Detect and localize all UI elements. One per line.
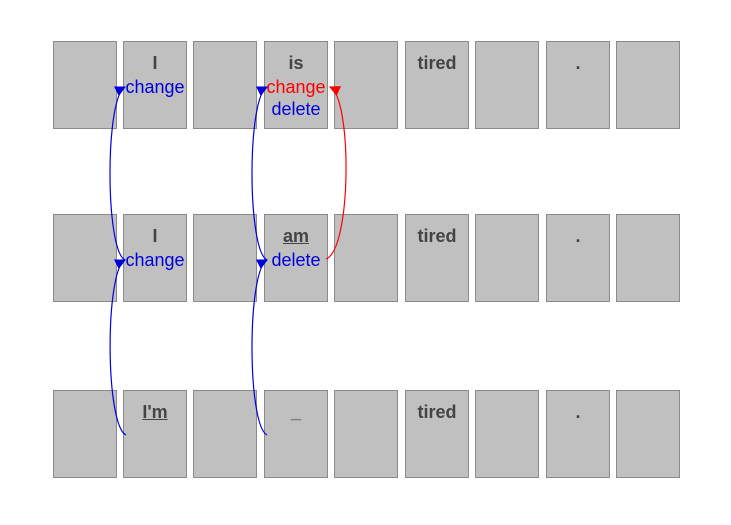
token-cell: tired: [405, 390, 469, 478]
edit-op-label: delete: [271, 250, 321, 270]
edit-op-label: change: [125, 77, 185, 97]
token-cell: [193, 214, 257, 302]
token-word: am: [282, 226, 309, 246]
token-cell: tired: [405, 41, 469, 129]
token-cell: [334, 214, 398, 302]
token-cell: .: [546, 41, 610, 129]
token-cell: [193, 41, 257, 129]
token-cell: [53, 41, 117, 129]
token-cell: [616, 214, 680, 302]
token-cell: tired: [405, 214, 469, 302]
edit-op-label: change: [266, 77, 326, 97]
token-word: I: [152, 53, 158, 73]
token-cell: [616, 390, 680, 478]
token-cell: [334, 41, 398, 129]
token-cell: [53, 214, 117, 302]
token-cell: [334, 390, 398, 478]
token-cell: [475, 214, 539, 302]
token-word: tired: [417, 402, 457, 422]
token-cell: [193, 390, 257, 478]
token-cell: .: [546, 390, 610, 478]
token-word: I'm: [142, 402, 168, 422]
token-word: _: [290, 402, 301, 422]
edit-op-label: change: [125, 250, 185, 270]
token-cell: [616, 41, 680, 129]
token-cell: .: [546, 214, 610, 302]
token-word: .: [575, 53, 581, 73]
token-word: tired: [417, 226, 457, 246]
token-cell: [475, 41, 539, 129]
token-cell: I'm: [123, 390, 187, 478]
token-word: .: [575, 226, 581, 246]
edit-op-label: delete: [271, 99, 321, 119]
token-cell: _: [264, 390, 328, 478]
token-word: I: [152, 226, 158, 246]
token-word: is: [288, 53, 304, 73]
token-word: .: [575, 402, 581, 422]
token-cell: [475, 390, 539, 478]
token-cell: [53, 390, 117, 478]
token-word: tired: [417, 53, 457, 73]
token-cell: am delete: [264, 214, 328, 302]
